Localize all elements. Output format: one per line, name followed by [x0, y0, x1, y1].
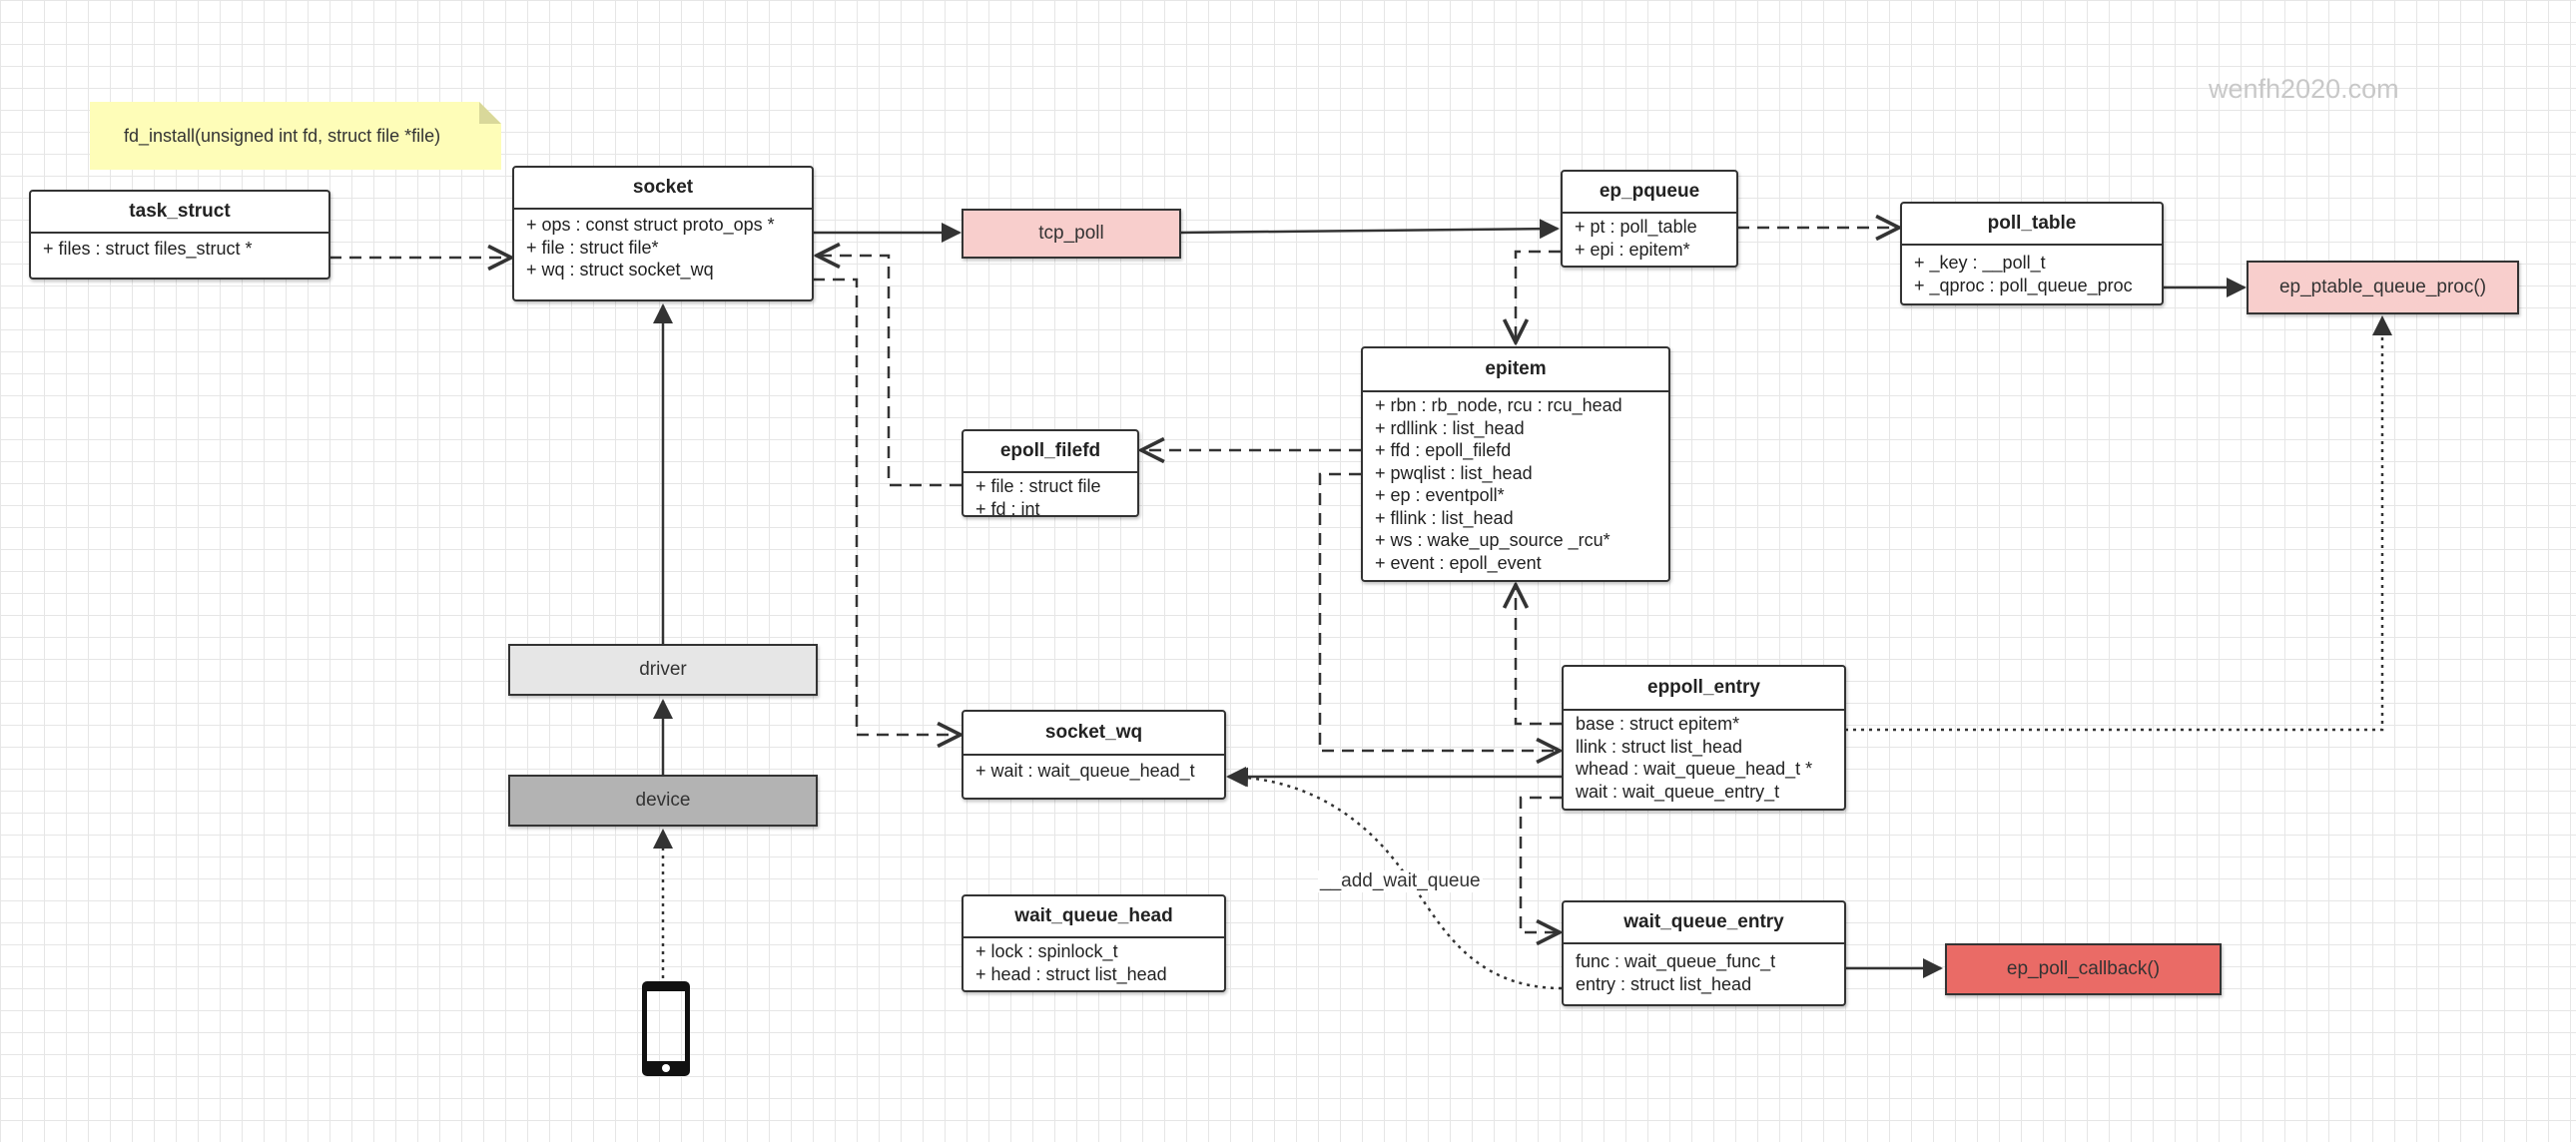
wait-queue-head-title: wait_queue_head — [964, 896, 1224, 938]
mobile-phone-icon — [642, 981, 690, 1076]
fd-install-note: fd_install(unsigned int fd, struct file … — [90, 102, 501, 170]
fd-install-note-text: fd_install(unsigned int fd, struct file … — [124, 125, 441, 146]
socket-field: + ops : const struct proto_ops * — [526, 215, 775, 235]
task-struct-title: task_struct — [31, 192, 328, 234]
wait-queue-entry-title: wait_queue_entry — [1564, 902, 1844, 944]
poll-table-field: + _qproc : poll_queue_proc — [1914, 275, 2133, 295]
edge-tcp-poll-to-ep-pqueue — [1179, 219, 1560, 240]
epoll-filefd-field: + file : struct file — [975, 476, 1101, 496]
eppoll-entry-field: base : struct epitem* — [1576, 714, 1740, 734]
task-struct-class[interactable]: task_struct + files : struct files_struc… — [29, 190, 330, 280]
epoll-filefd-field: + fd : int — [975, 498, 1040, 519]
ep-pqueue-class[interactable]: ep_pqueue + pt : poll_table + epi : epit… — [1561, 170, 1738, 268]
watermark: wenfh2020.com — [2209, 74, 2399, 104]
edge-eppoll-entry-to-epitem — [1516, 585, 1562, 726]
ep-pqueue-field: + epi : epitem* — [1575, 239, 1690, 260]
wait-queue-head-field: + head : struct list_head — [975, 963, 1167, 984]
socket-field: + file : struct file* — [526, 237, 659, 258]
epitem-class[interactable]: epitem + rbn : rb_node, rcu : rcu_head +… — [1361, 346, 1670, 582]
edge-epoll-filefd-to-socket — [817, 256, 962, 487]
task-struct-field: + files : struct files_struct * — [43, 239, 253, 259]
epitem-title: epitem — [1363, 348, 1668, 392]
driver-box[interactable]: driver — [508, 644, 818, 696]
eppoll-entry-field: wait : wait_queue_entry_t — [1576, 781, 1780, 802]
tcp-poll-box[interactable]: tcp_poll — [962, 209, 1181, 259]
ep-pqueue-field: + pt : poll_table — [1575, 217, 1697, 237]
eppoll-entry-field: whead : wait_queue_head_t * — [1576, 759, 1813, 779]
epoll-filefd-class[interactable]: epoll_filefd + file : struct file + fd :… — [962, 429, 1139, 519]
edge-socket-to-socket-wq — [813, 278, 961, 735]
phone-home-button-icon — [662, 1064, 670, 1072]
edge-eppoll-entry-to-wait-queue-entry — [1519, 796, 1562, 932]
epitem-field: + ffd : epoll_filefd — [1375, 440, 1512, 460]
socket-title: socket — [514, 168, 812, 210]
edge-add-wait-queue — [1228, 767, 1563, 990]
epitem-field: + ep : eventpoll* — [1375, 485, 1505, 505]
socket-field: + wq : struct socket_wq — [526, 260, 714, 280]
epitem-field: + event : epoll_event — [1375, 552, 1542, 573]
wait-queue-entry-field: func : wait_queue_func_t — [1576, 951, 1776, 971]
epitem-field: + pwqlist : list_head — [1375, 462, 1533, 483]
socket-wq-class[interactable]: socket_wq + wait : wait_queue_head_t — [962, 710, 1226, 800]
edge-epitem-to-eppoll-entry — [1318, 472, 1560, 751]
add-wait-queue-label: __add_wait_queue — [1318, 870, 1483, 892]
poll-table-field: + _key : __poll_t — [1914, 253, 2046, 273]
edge-ep-pqueue-to-epitem — [1516, 250, 1561, 342]
socket-wq-field: + wait : wait_queue_head_t — [975, 761, 1195, 781]
epitem-field: + rdllink : list_head — [1375, 417, 1525, 438]
eppoll-entry-field: llink : struct list_head — [1576, 736, 1743, 757]
edge-eppoll-entry-to-ep-ptable-queue-proc — [1845, 315, 2392, 732]
wait-queue-entry-field: entry : struct list_head — [1576, 973, 1752, 994]
socket-class[interactable]: socket + ops : const struct proto_ops * … — [512, 166, 814, 301]
eppoll-entry-class[interactable]: eppoll_entry base : struct epitem* llink… — [1562, 665, 1846, 811]
socket-wq-title: socket_wq — [964, 712, 1224, 756]
ep-pqueue-title: ep_pqueue — [1563, 172, 1736, 214]
wait-queue-head-field: + lock : spinlock_t — [975, 941, 1118, 961]
ep-poll-callback-box[interactable]: ep_poll_callback() — [1945, 943, 2222, 995]
eppoll-entry-title: eppoll_entry — [1564, 667, 1844, 711]
ep-ptable-queue-proc-box[interactable]: ep_ptable_queue_proc() — [2247, 261, 2519, 314]
wait-queue-head-class[interactable]: wait_queue_head + lock : spinlock_t + he… — [962, 894, 1226, 992]
poll-table-class[interactable]: poll_table + _key : __poll_t + _qproc : … — [1900, 202, 2164, 305]
epitem-field: + rbn : rb_node, rcu : rcu_head — [1375, 395, 1622, 415]
epitem-field: + ws : wake_up_source _rcu* — [1375, 530, 1610, 550]
poll-table-title: poll_table — [1902, 204, 2162, 246]
device-box[interactable]: device — [508, 775, 818, 827]
wait-queue-entry-class[interactable]: wait_queue_entry func : wait_queue_func_… — [1562, 900, 1846, 1006]
epoll-filefd-title: epoll_filefd — [964, 431, 1137, 473]
epitem-field: + fllink : list_head — [1375, 507, 1514, 528]
